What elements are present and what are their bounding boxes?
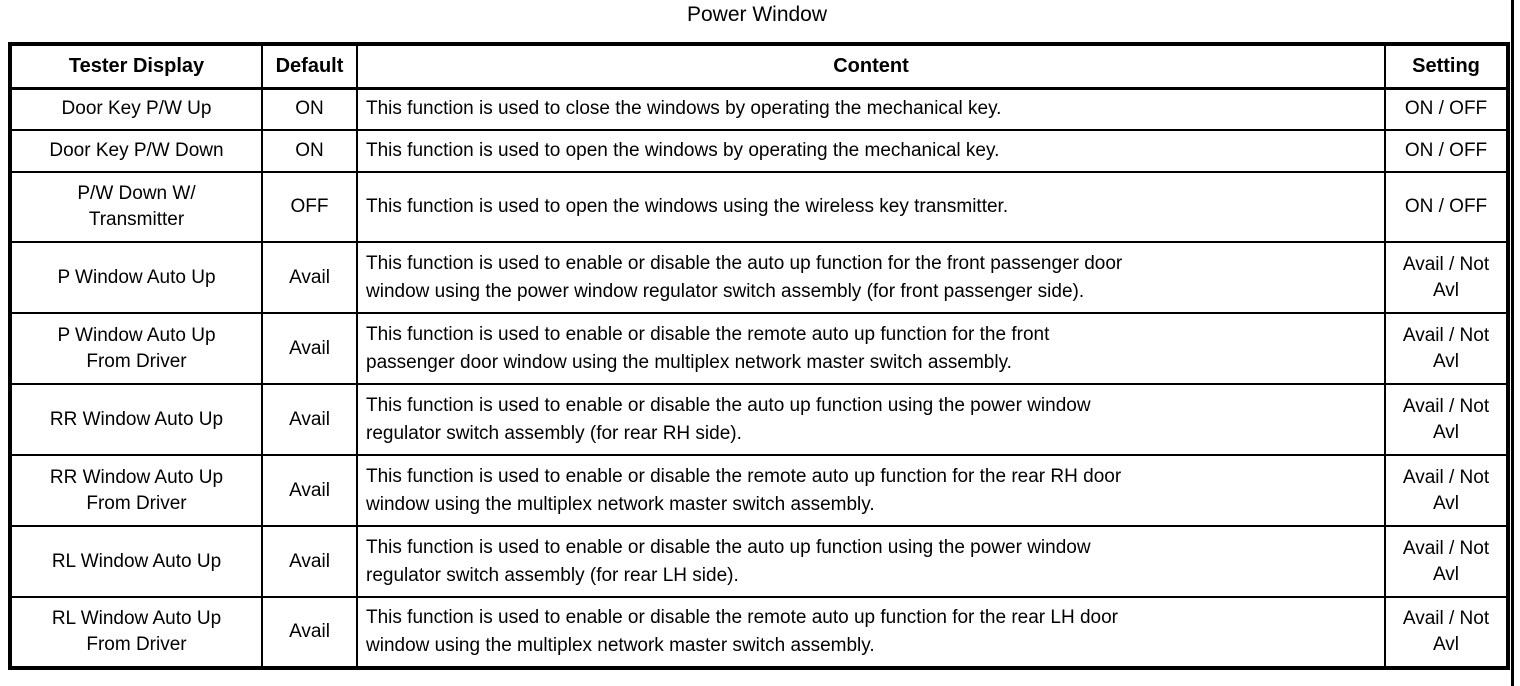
page-title: Power Window	[686, 3, 828, 26]
cell-tester-display: RR Window Auto Up From Driver	[9, 454, 263, 527]
table-row: RL Window Auto Up Avail This function is…	[9, 525, 1509, 598]
cell-content: This function is used to open the window…	[356, 171, 1386, 243]
cell-default: Avail	[261, 312, 358, 385]
cell-tester-display: RR Window Auto Up	[9, 383, 263, 456]
col-header-tester-display: Tester Display	[9, 43, 263, 90]
cell-setting: ON / OFF	[1384, 171, 1509, 243]
cell-default: ON	[261, 87, 358, 131]
table-row: P Window Auto Up From Driver Avail This …	[9, 312, 1509, 385]
cell-content: This function is used to enable or disab…	[356, 454, 1386, 527]
cell-setting: Avail / Not Avl	[1384, 241, 1509, 314]
cell-content: This function is used to enable or disab…	[356, 312, 1386, 385]
cell-setting: Avail / Not Avl	[1384, 312, 1509, 385]
cell-tester-display: P Window Auto Up	[9, 241, 263, 314]
table-row: Door Key P/W Up ON This function is used…	[9, 87, 1509, 131]
table-row: P Window Auto Up Avail This function is …	[9, 241, 1509, 314]
cell-default: Avail	[261, 596, 358, 669]
table-row: RL Window Auto Up From Driver Avail This…	[9, 596, 1509, 669]
col-header-content: Content	[356, 43, 1386, 90]
table-row: RR Window Auto Up From Driver Avail This…	[9, 454, 1509, 527]
cell-setting: Avail / Not Avl	[1384, 454, 1509, 527]
cell-default: OFF	[261, 171, 358, 243]
cell-tester-display: RL Window Auto Up From Driver	[9, 596, 263, 669]
table-row: RR Window Auto Up Avail This function is…	[9, 383, 1509, 456]
cell-setting: Avail / Not Avl	[1384, 383, 1509, 456]
cell-tester-display: P/W Down W/ Transmitter	[9, 171, 263, 243]
page-edge-line	[1511, 0, 1514, 686]
cell-content: This function is used to enable or disab…	[356, 596, 1386, 669]
cell-setting: ON / OFF	[1384, 129, 1509, 173]
cell-tester-display: P Window Auto Up From Driver	[9, 312, 263, 385]
cell-content: This function is used to enable or disab…	[356, 383, 1386, 456]
cell-setting: Avail / Not Avl	[1384, 596, 1509, 669]
cell-setting: Avail / Not Avl	[1384, 525, 1509, 598]
cell-default: Avail	[261, 525, 358, 598]
cell-default: ON	[261, 129, 358, 173]
cell-content: This function is used to enable or disab…	[356, 525, 1386, 598]
cell-default: Avail	[261, 383, 358, 456]
cell-setting: ON / OFF	[1384, 87, 1509, 131]
table-row: Door Key P/W Down ON This function is us…	[9, 129, 1509, 173]
cell-tester-display: RL Window Auto Up	[9, 525, 263, 598]
cell-default: Avail	[261, 241, 358, 314]
cell-content: This function is used to close the windo…	[356, 87, 1386, 131]
col-header-default: Default	[261, 43, 358, 90]
cell-content: This function is used to open the window…	[356, 129, 1386, 173]
cell-default: Avail	[261, 454, 358, 527]
cell-tester-display: Door Key P/W Up	[9, 87, 263, 131]
cell-content: This function is used to enable or disab…	[356, 241, 1386, 314]
col-header-setting: Setting	[1384, 43, 1509, 90]
table-header-row: Tester Display Default Content Setting	[9, 43, 1509, 90]
table-row: P/W Down W/ Transmitter OFF This functio…	[9, 171, 1509, 243]
cell-tester-display: Door Key P/W Down	[9, 129, 263, 173]
power-window-table: Tester Display Default Content Setting D…	[8, 42, 1510, 670]
